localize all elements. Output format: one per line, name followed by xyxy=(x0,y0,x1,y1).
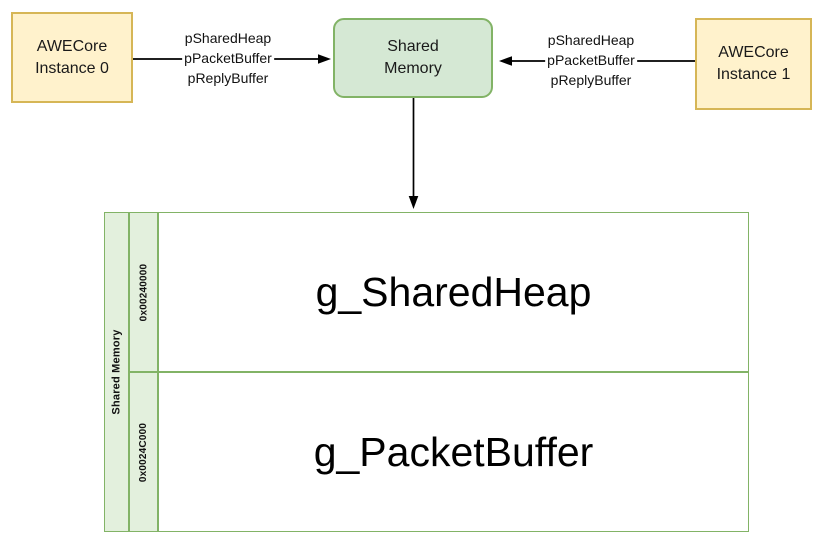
edge-label-line: pPacketBuffer xyxy=(545,52,637,68)
table-address-cell: 0x00240000 xyxy=(129,212,158,372)
edge-label-right-pointers: pSharedHeap pPacketBuffer pReplyBuffer xyxy=(545,30,637,90)
node-label: AWECore xyxy=(718,44,789,61)
node-awecore-instance-0: AWECore Instance 0 xyxy=(11,12,133,103)
node-label: Shared xyxy=(387,38,439,55)
edge-label-line: pSharedHeap xyxy=(545,32,637,48)
node-label: Instance 0 xyxy=(35,59,109,77)
table-address-label: 0x00240000 xyxy=(138,263,149,321)
memory-region-label: g_SharedHeap xyxy=(315,268,592,315)
table-row-g-sharedheap: g_SharedHeap xyxy=(158,212,749,372)
node-awecore-instance-1: AWECore Instance 1 xyxy=(695,18,812,110)
node-label: Instance 1 xyxy=(716,66,791,83)
memory-region-label: g_PacketBuffer xyxy=(313,428,594,475)
edge-label-line: pReplyBuffer xyxy=(548,72,634,88)
table-row-header-label: Shared Memory xyxy=(110,329,123,415)
node-shared-memory: Shared Memory xyxy=(333,18,493,98)
edge-label-left-pointers: pSharedHeap pPacketBuffer pReplyBuffer xyxy=(182,28,274,88)
edge-label-line: pReplyBuffer xyxy=(185,70,271,86)
table-address-cell: 0x0024C000 xyxy=(129,372,158,532)
arrowhead-down-icon xyxy=(408,196,419,209)
arrowhead-right-icon xyxy=(318,54,331,64)
table-row-g-packetbuffer: g_PacketBuffer xyxy=(158,372,749,532)
table-address-label: 0x0024C000 xyxy=(138,422,149,482)
node-label: Memory xyxy=(384,60,442,77)
edge-label-line: pSharedHeap xyxy=(182,30,274,46)
edge-label-line: pPacketBuffer xyxy=(182,50,274,66)
node-label: AWECore xyxy=(36,37,108,55)
arrowhead-left-icon xyxy=(499,56,512,66)
table-row-header-shared-memory: Shared Memory xyxy=(104,212,129,532)
